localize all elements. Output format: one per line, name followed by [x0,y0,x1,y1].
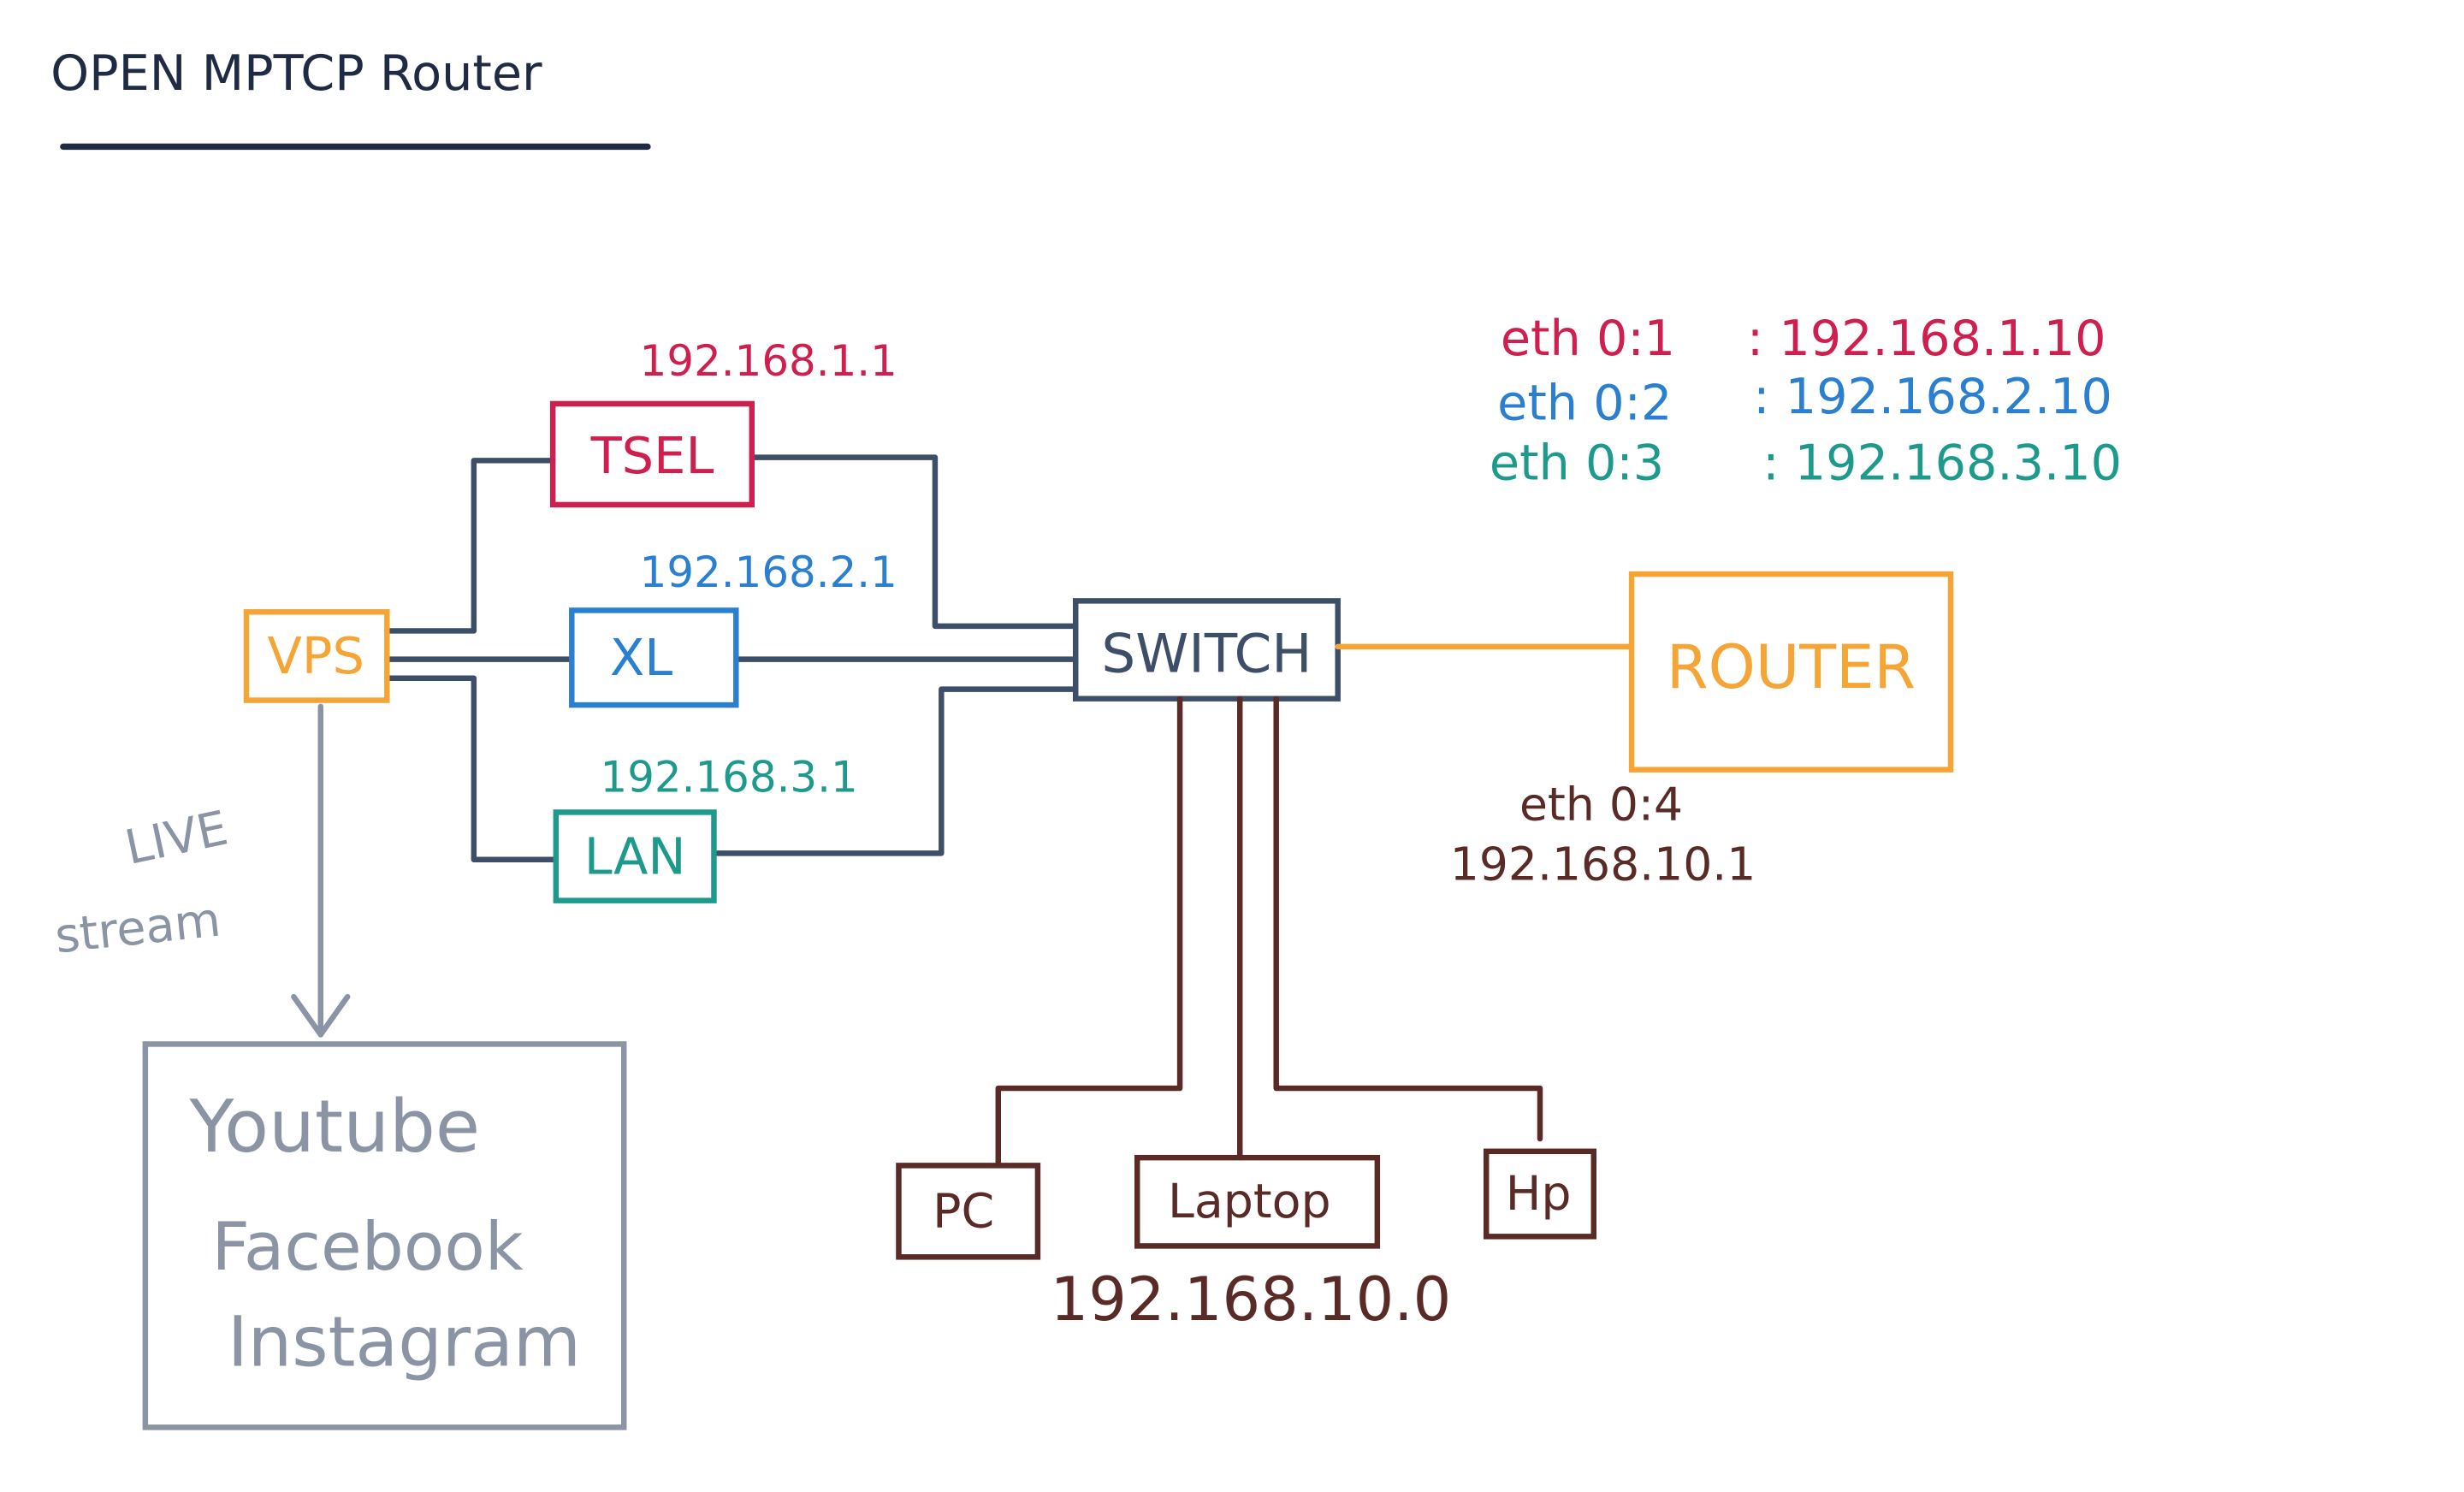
link-lan-switch [714,686,1079,856]
stream-arrow-head [291,993,351,1038]
laptop-label: Laptop [1168,1175,1331,1229]
gateway-links [384,454,1079,862]
xl-node: XL [569,607,739,708]
tsel-box [549,400,755,508]
router-label: ROUTER [1667,632,1916,702]
platform-youtube: Youtube [189,1085,481,1169]
vps-node: VPS [243,609,390,703]
tsel-node: TSEL [549,400,755,508]
platforms-box [142,1041,627,1430]
xl-box [569,607,739,708]
lan-box [553,809,717,903]
xl-label: XL [610,628,672,687]
hp-node: Hp [1484,1148,1596,1240]
eth-alias-2-ip: : 192.168.2.10 [1753,369,2112,425]
xl-ip: 192.168.2.1 [640,548,897,597]
vps-box [243,609,390,703]
router-node: ROUTER [1628,571,1954,773]
tsel-label: TSEL [590,426,714,485]
platforms-node: Youtube Facebook Instagram [142,1041,627,1430]
router-box [1628,571,1954,773]
pc-box [896,1163,1041,1260]
switch-node: SWITCH [1073,598,1341,702]
link-vps-lan [384,675,560,862]
platform-facebook: Facebook [211,1209,523,1286]
pc-label: PC [933,1184,994,1239]
stream-arrow [291,703,351,1038]
lan-node: LAN [553,809,717,903]
eth-alias-list: eth 0:1 : 192.168.1.10 eth 0:2 : 192.168… [1490,311,2122,492]
lan-ip: 192.168.3.1 [601,752,858,802]
tsel-ip: 192.168.1.1 [640,336,897,386]
lan-label: LAN [584,826,686,885]
client-links [995,696,1543,1169]
link-vps-tsel [384,458,556,634]
laptop-box [1134,1154,1381,1249]
eth-alias-2-iface: eth 0:2 [1497,375,1672,431]
vps-label: VPS [267,626,364,685]
link-switch-hp [1273,696,1543,1142]
eth-alias-1-ip: : 192.168.1.10 [1747,311,2106,367]
platform-instagram: Instagram [228,1303,581,1383]
laptop-node: Laptop [1134,1154,1381,1249]
eth-alias-3-ip: : 192.168.3.10 [1762,435,2122,491]
hp-box [1484,1148,1596,1240]
router-ip: 192.168.10.1 [1450,838,1756,891]
stream-label: stream [52,893,223,965]
live-label: LIVE [121,801,233,875]
switch-box [1073,598,1341,702]
eth-alias-1-iface: eth 0:1 [1501,311,1675,367]
subnet-label: 192.168.10.0 [1051,1264,1452,1335]
switch-label: SWITCH [1101,622,1312,684]
hp-label: Hp [1506,1167,1572,1222]
diagram-title: OPEN MPTCP Router [50,45,542,102]
link-switch-pc [995,696,1183,1169]
link-tsel-switch [749,454,1079,630]
router-iface: eth 0:4 [1519,778,1683,832]
pc-node: PC [896,1163,1041,1260]
eth-alias-3-iface: eth 0:3 [1490,435,1664,491]
